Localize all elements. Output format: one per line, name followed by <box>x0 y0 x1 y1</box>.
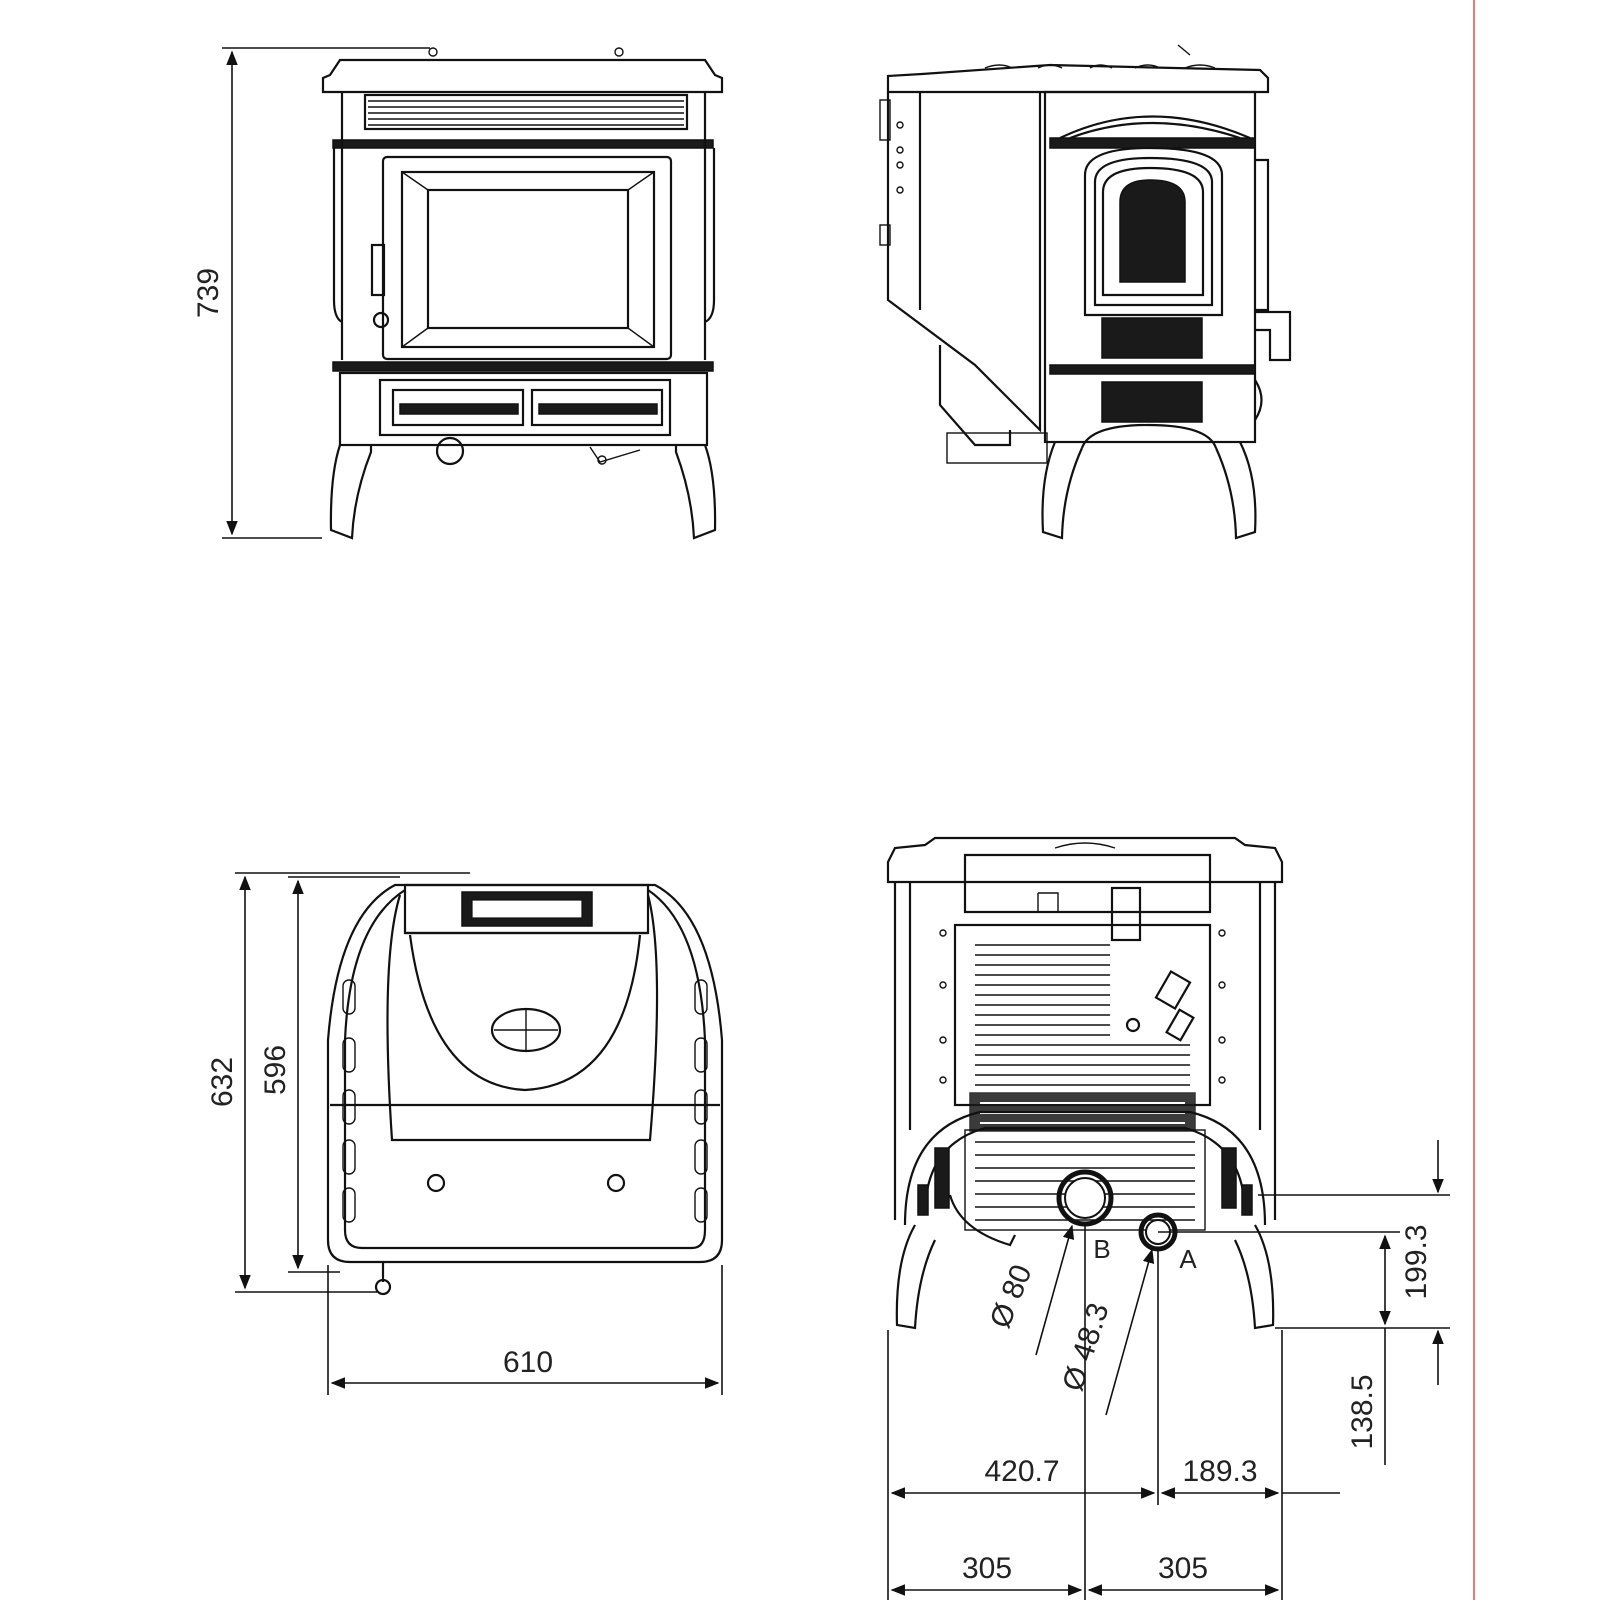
top-view: 632 596 610 <box>206 872 724 1395</box>
side-view <box>879 44 1292 540</box>
dim-half-width-right: 305 <box>1158 1552 1208 1585</box>
dim-top-width: 610 <box>503 1346 553 1379</box>
dim-intake-height: 138.5 <box>1346 1374 1379 1449</box>
dim-front-height: 739 <box>192 268 225 318</box>
outlet-b-label: B <box>1093 1234 1110 1264</box>
dim-top-depth-inner: 596 <box>259 1045 292 1095</box>
front-view: 739 <box>192 47 724 540</box>
dim-flue-height: 199.3 <box>1400 1224 1433 1299</box>
dim-intake-diameter: Ø 48.3 <box>1056 1299 1115 1395</box>
dim-half-width-left: 305 <box>962 1552 1012 1585</box>
dim-flue-offset: 420.7 <box>984 1455 1059 1488</box>
dim-intake-offset: 189.3 <box>1182 1455 1257 1488</box>
rear-view: B A Ø 80 Ø 48.3 199.3 138.5 420.7 189.3 … <box>886 836 1450 1600</box>
dim-top-depth-outer: 632 <box>206 1057 239 1107</box>
dim-flue-diameter: Ø 80 <box>984 1260 1039 1333</box>
outlet-a-label: A <box>1179 1244 1197 1274</box>
